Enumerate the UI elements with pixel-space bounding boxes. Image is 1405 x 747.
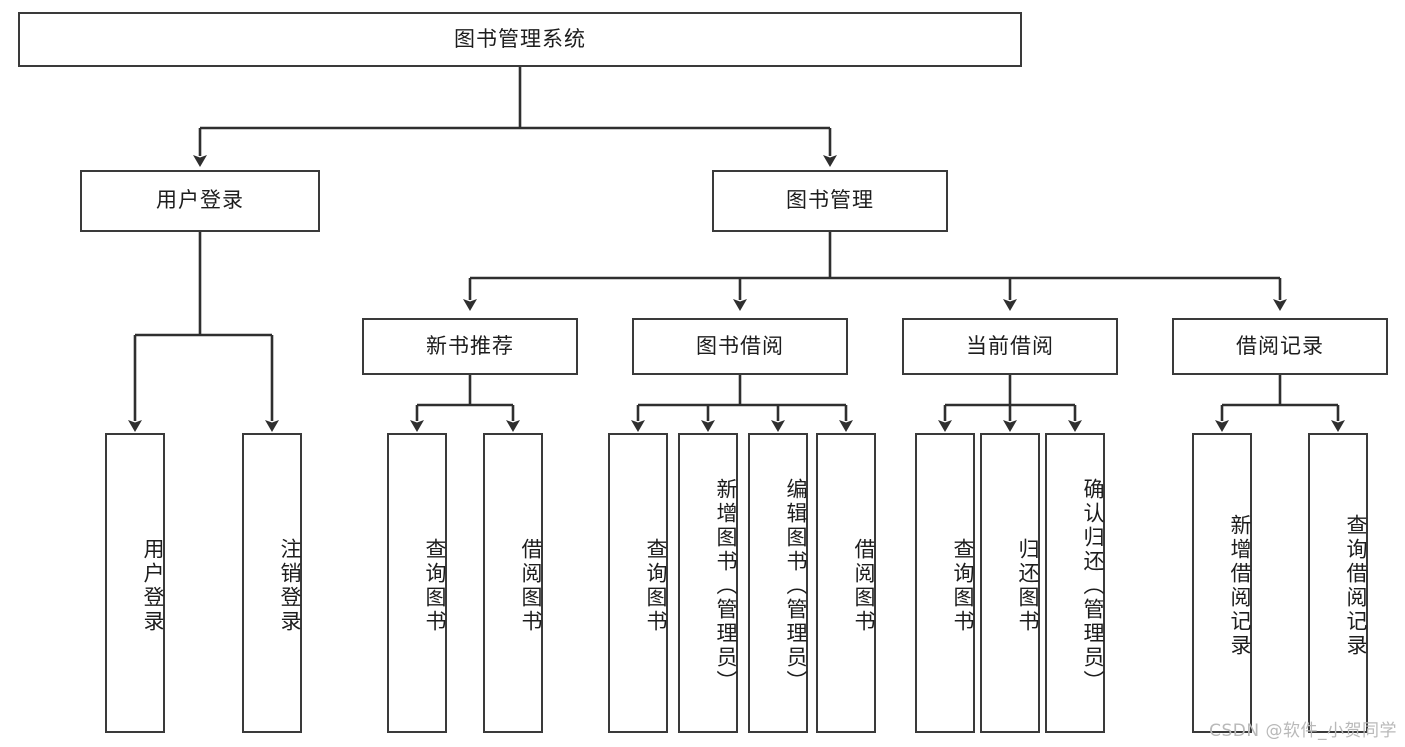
node-label: 查询借阅记录 <box>1344 514 1368 658</box>
node-book-management[interactable]: 图书管理 <box>712 170 948 232</box>
watermark: CSDN @软件_小贺同学 <box>1209 721 1397 741</box>
node-label: 查询图书 <box>423 538 447 634</box>
leaf-return-book[interactable]: 归还图书 <box>980 433 1040 733</box>
leaf-add-borrow-record[interactable]: 新增借阅记录 <box>1192 433 1252 733</box>
leaf-query-book-current[interactable]: 查询图书 <box>915 433 975 733</box>
node-label: 图书借阅 <box>696 333 784 358</box>
node-label: 借阅图书 <box>519 538 543 634</box>
node-label: 新书推荐 <box>426 333 514 358</box>
leaf-query-book-recommend[interactable]: 查询图书 <box>387 433 447 733</box>
node-label: 图书管理 <box>786 188 874 213</box>
leaf-edit-book-admin[interactable]: 编辑图书（管理员） <box>748 433 808 733</box>
node-label: 借阅记录 <box>1236 333 1324 358</box>
node-label: 用户登录 <box>141 538 165 634</box>
node-current-borrow[interactable]: 当前借阅 <box>902 318 1118 375</box>
leaf-add-book-admin[interactable]: 新增图书（管理员） <box>678 433 738 733</box>
node-label: 查询图书 <box>951 538 975 634</box>
leaf-query-book-borrow[interactable]: 查询图书 <box>608 433 668 733</box>
node-label: 借阅图书 <box>852 538 876 634</box>
leaf-query-borrow-record[interactable]: 查询借阅记录 <box>1308 433 1368 733</box>
leaf-borrow-book-recommend[interactable]: 借阅图书 <box>483 433 543 733</box>
node-label: 确认归还（管理员） <box>1081 478 1105 694</box>
node-new-book-recommend[interactable]: 新书推荐 <box>362 318 578 375</box>
node-label: 用户登录 <box>156 188 244 213</box>
node-label: 新增借阅记录 <box>1228 514 1252 658</box>
node-borrow-record[interactable]: 借阅记录 <box>1172 318 1388 375</box>
node-label: 查询图书 <box>644 538 668 634</box>
node-book-borrow[interactable]: 图书借阅 <box>632 318 848 375</box>
node-user-login[interactable]: 用户登录 <box>80 170 320 232</box>
node-root-book-management-system[interactable]: 图书管理系统 <box>18 12 1022 67</box>
node-label: 归还图书 <box>1016 538 1040 634</box>
node-label: 注销登录 <box>278 538 302 634</box>
leaf-user-logout[interactable]: 注销登录 <box>242 433 302 733</box>
leaf-user-login[interactable]: 用户登录 <box>105 433 165 733</box>
node-label: 当前借阅 <box>966 333 1054 358</box>
node-label: 图书管理系统 <box>454 26 586 51</box>
node-label: 编辑图书（管理员） <box>784 478 808 694</box>
node-label: 新增图书（管理员） <box>714 478 738 694</box>
leaf-confirm-return-admin[interactable]: 确认归还（管理员） <box>1045 433 1105 733</box>
leaf-borrow-book[interactable]: 借阅图书 <box>816 433 876 733</box>
